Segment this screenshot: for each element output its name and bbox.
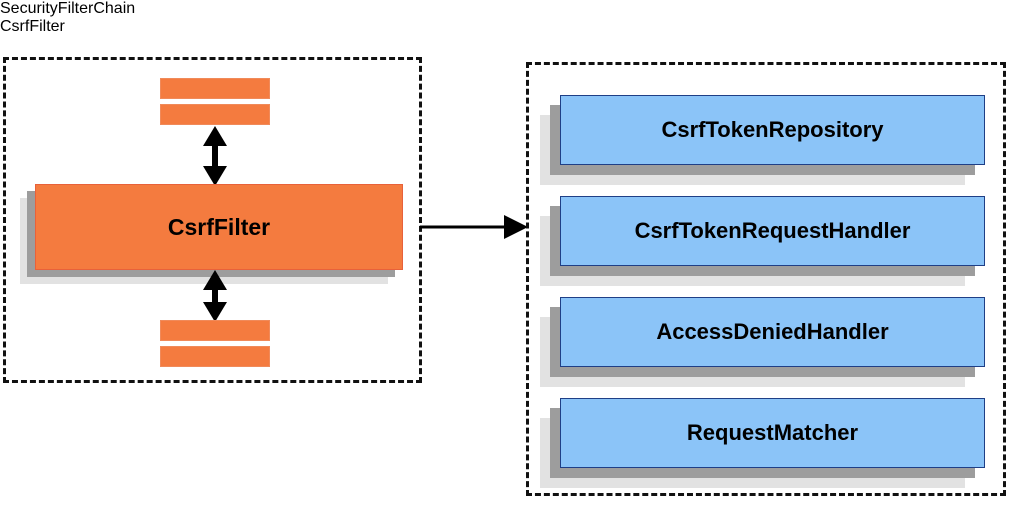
node-csrf-filter-label: CsrfFilter <box>35 184 403 270</box>
node-csrf-filter: CsrfFilter <box>20 184 410 284</box>
panel-title-csrf-filter: CsrfFilter <box>0 18 65 35</box>
filter-bar-top-1 <box>160 78 270 99</box>
node-csrf-token-request-handler: CsrfTokenRequestHandler <box>540 196 1005 286</box>
node-csrf-token-repository: CsrfTokenRepository <box>540 95 1005 185</box>
group-box-csrf-filter <box>526 62 1006 496</box>
node-csrf-token-repository-label: CsrfTokenRepository <box>560 95 985 165</box>
arrow-chain-down <box>203 270 227 322</box>
node-access-denied-handler: AccessDeniedHandler <box>540 297 1005 387</box>
arrow-chain-up <box>203 126 227 186</box>
filter-bar-top-2 <box>160 104 270 125</box>
panel-title-security-filter-chain: SecurityFilterChain <box>0 0 136 17</box>
filter-bar-bottom-1 <box>160 320 270 341</box>
node-request-matcher: RequestMatcher <box>540 398 1005 488</box>
group-box-security-filter-chain <box>3 57 422 383</box>
node-csrf-token-request-handler-label: CsrfTokenRequestHandler <box>560 196 985 266</box>
arrow-expand-csrf-filter <box>420 215 528 239</box>
node-request-matcher-label: RequestMatcher <box>560 398 985 468</box>
node-access-denied-handler-label: AccessDeniedHandler <box>560 297 985 367</box>
filter-bar-bottom-2 <box>160 346 270 367</box>
